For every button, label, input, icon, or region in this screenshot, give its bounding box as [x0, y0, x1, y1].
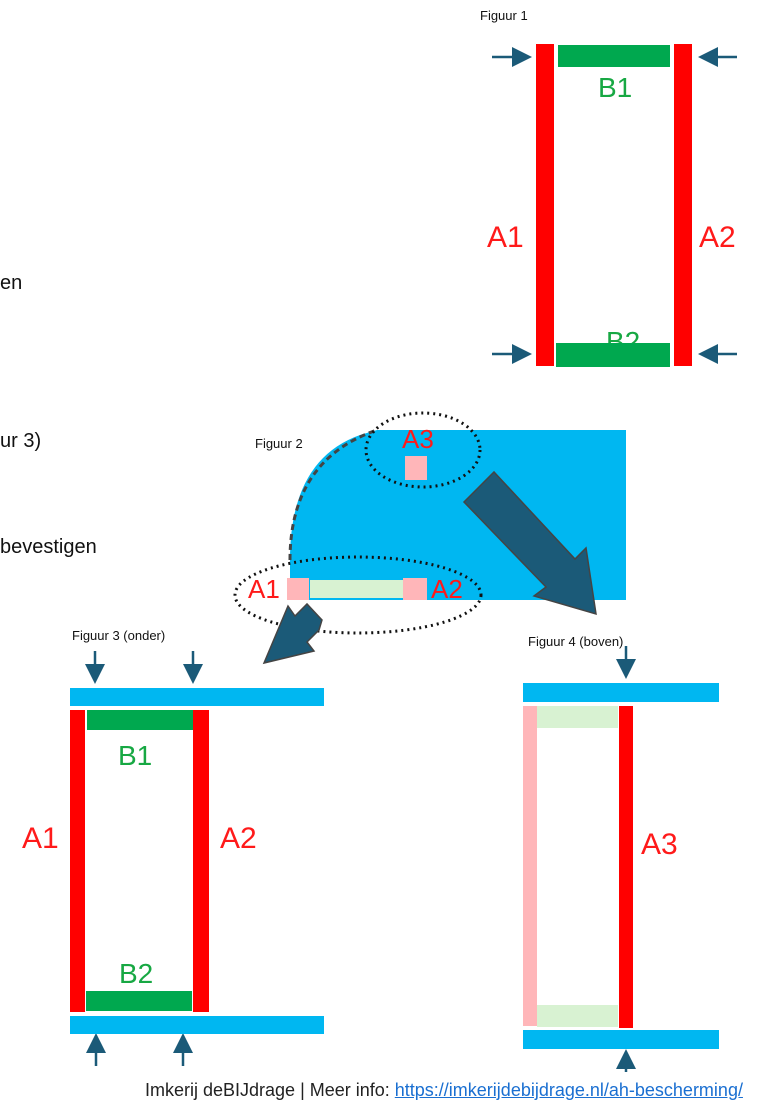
- fig2-square-a2: [403, 578, 427, 600]
- fig2-square-a1: [287, 578, 309, 600]
- fig1-bar-b2: [556, 343, 670, 367]
- fig1-bar-a2: [674, 44, 692, 366]
- fig3-label-a2: A2: [220, 822, 257, 855]
- big-arrow-to-fig4: [462, 470, 597, 616]
- footer-link[interactable]: https://imkerijdebijdrage.nl/ah-bescherm…: [394, 1080, 743, 1100]
- fig4-bar-a3: [619, 706, 633, 1028]
- fig1-label-b2: B2: [606, 326, 641, 343]
- fig1-label-a2: A2: [699, 221, 736, 254]
- fig3-label-b1: B1: [118, 740, 153, 771]
- fig4-label-a3: A3: [641, 828, 678, 861]
- fig3-bar-b2: [86, 991, 192, 1011]
- fig3-bar-b1: [87, 710, 193, 730]
- fig2-dashed-edge: [288, 428, 378, 561]
- cut-text-1: en: [0, 272, 23, 294]
- fig3-bar-a2: [193, 710, 209, 1012]
- fig2-label-a2: A2: [431, 574, 463, 604]
- footer-prefix: Imkerij deBIJdrage | Meer info:: [145, 1080, 395, 1100]
- fig3-label-b2: B2: [119, 958, 154, 989]
- fig4-strip-top: [537, 706, 618, 728]
- fig1-label-a1: A1: [487, 221, 524, 254]
- fig3-caption: Figuur 3 (onder): [72, 628, 166, 643]
- fig1-bar-a1: [536, 44, 554, 366]
- fig4-bottom-plate: [523, 1030, 719, 1049]
- fig3-top-plate: [70, 688, 324, 706]
- fig2-label-a1: A1: [248, 574, 280, 604]
- fig2-ellipse-top: [364, 411, 482, 489]
- fig1-label-b1: B1: [598, 72, 633, 103]
- fig1-caption: Figuur 1: [480, 8, 528, 23]
- fig2-strip-green: [310, 580, 403, 598]
- fig4-strip-bottom: [537, 1005, 618, 1027]
- fig3-label-a1: A1: [22, 822, 59, 855]
- fig1-bar-b1: [558, 45, 670, 67]
- footer: Imkerij deBIJdrage | Meer info: https://…: [145, 1080, 743, 1101]
- fig4-bar-pink: [523, 706, 537, 1026]
- fig4-caption: Figuur 4 (boven): [528, 634, 624, 649]
- fig2-square-a3: [405, 456, 427, 480]
- fig3-bar-a1: [70, 710, 85, 1012]
- fig2-caption: Figuur 2: [255, 436, 303, 451]
- fig2-label-a3: A3: [402, 424, 434, 454]
- fig2-ellipse-bottom: [233, 555, 483, 635]
- big-arrow-to-fig3: [262, 602, 323, 665]
- cut-text-2: ur 3): [0, 430, 42, 452]
- cut-text-3: bevestigen: [0, 536, 97, 558]
- fig4-top-plate: [523, 683, 719, 702]
- fig3-bottom-plate: [70, 1016, 324, 1034]
